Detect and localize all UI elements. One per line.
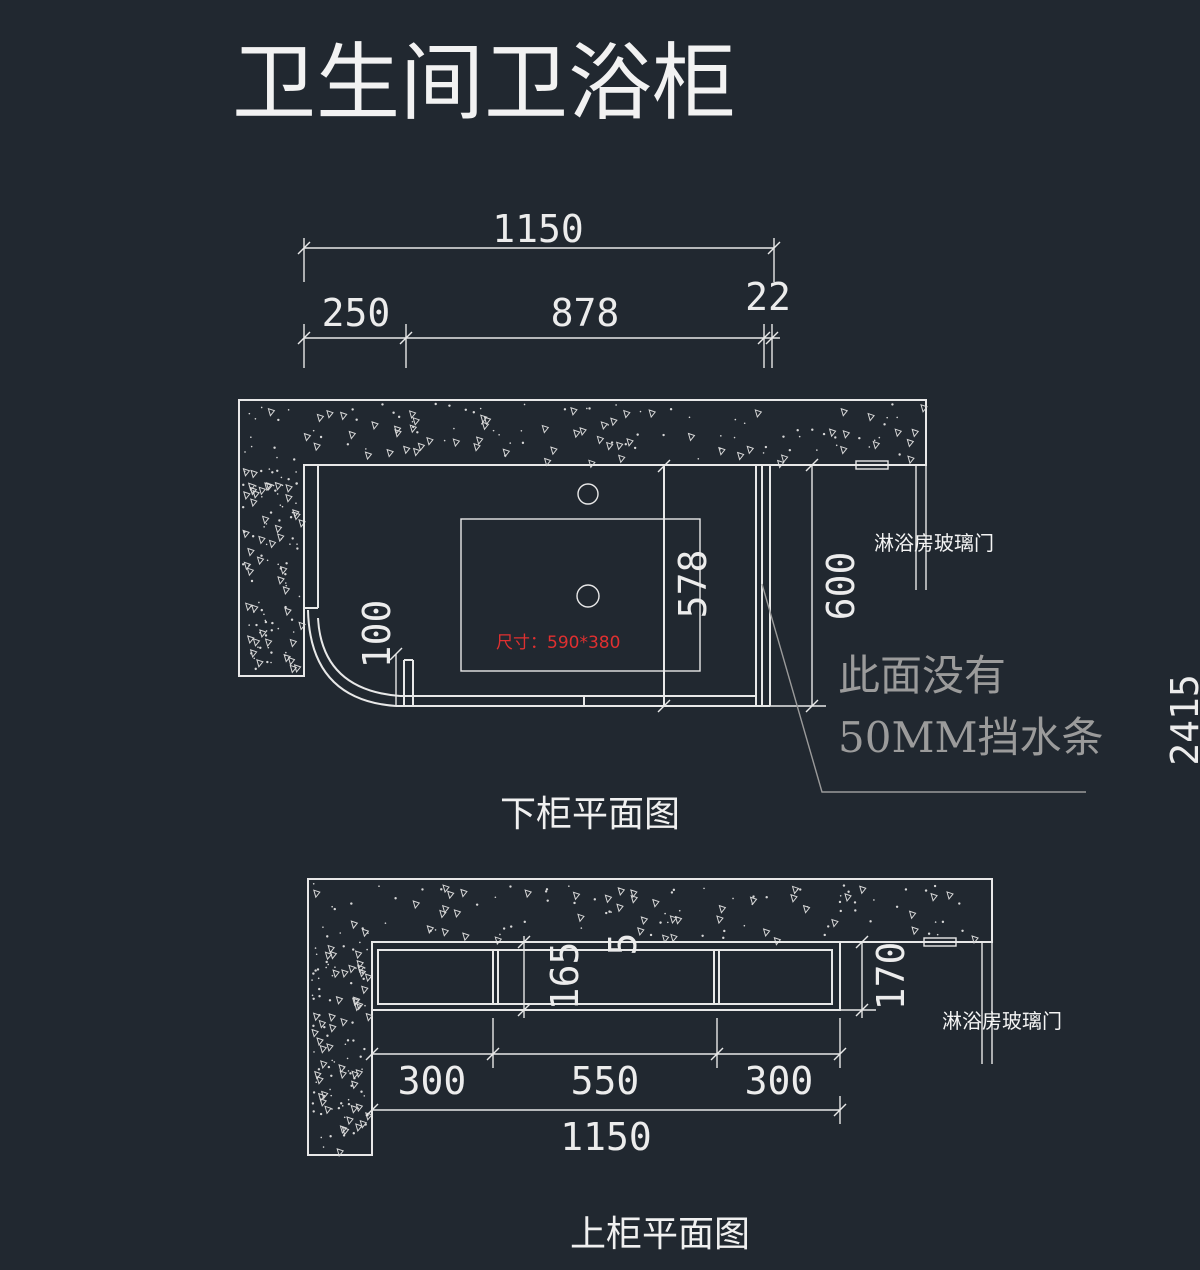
upper-dim-middle-text: 550 [571, 1059, 640, 1103]
lower-dim-curve-text: 100 [355, 600, 399, 669]
lower-note: 此面没有 50MM挡水条 [761, 583, 1103, 793]
lower-dim-right-text: 22 [745, 275, 791, 319]
upper-dim-overall-text: 1150 [560, 1115, 652, 1159]
upper-wall-hatch [311, 882, 979, 1157]
basin-size-text: 尺寸：590*380 [496, 633, 620, 653]
upper-dim-right-text: 300 [745, 1059, 814, 1103]
upper-dim-left-text: 300 [398, 1059, 467, 1103]
upper-cabinet-plan: 5 165 170 淋浴房玻璃门 [307, 878, 1062, 1255]
basin: 尺寸：590*380 [460, 483, 701, 672]
upper-glass-door-label: 淋浴房玻璃门 [942, 1009, 1062, 1033]
upper-wall [307, 878, 993, 1156]
lower-dim-outer-depth-text: 600 [819, 552, 863, 621]
faucet-hole-icon [577, 483, 599, 505]
upper-dim-inner-depth: 165 [517, 935, 587, 1018]
upper-cabinet-body [371, 941, 841, 1011]
lower-dim-outer-depth: 600 [770, 458, 926, 713]
lower-plan-caption: 下柜平面图 [500, 794, 680, 835]
lower-dim-overall: 1150 [297, 207, 781, 282]
drain-icon [576, 584, 600, 608]
lower-wall-hatch [241, 402, 928, 674]
lower-note-line2: 50MM挡水条 [838, 713, 1103, 762]
upper-dim-outer-depth: 170 [840, 935, 913, 1018]
upper-dim-top-text: 5 [601, 933, 645, 956]
upper-plan-caption: 上柜平面图 [570, 1214, 750, 1255]
lower-dim-inner-depth: 578 [657, 459, 715, 713]
upper-dim-top: 5 [601, 933, 645, 956]
upper-glass-door: 淋浴房玻璃门 [923, 937, 1062, 1064]
lower-glass-door: 淋浴房玻璃门 [855, 460, 994, 590]
upper-dim-outer-depth-text: 170 [869, 942, 913, 1011]
lower-note-line1: 此面没有 [838, 651, 1006, 700]
lower-dim-left-text: 250 [322, 291, 391, 335]
lower-dim-overall-text: 1150 [492, 207, 584, 251]
lower-cabinet-body [303, 465, 771, 707]
side-dim-text: 2415 [1163, 674, 1200, 766]
lower-dim-segments: 250 878 22 [297, 275, 791, 368]
lower-cabinet-plan: 1150 250 878 22 [238, 207, 1200, 835]
upper-dim-inner-depth-text: 165 [543, 942, 587, 1011]
lower-dim-middle-text: 878 [551, 291, 620, 335]
upper-dim-overall: 1150 [365, 1096, 847, 1159]
lower-dim-inner-depth-text: 578 [671, 550, 715, 619]
lower-dim-curve: 100 [355, 600, 403, 706]
lower-glass-door-label: 淋浴房玻璃门 [874, 531, 994, 555]
upper-dim-segments: 300 550 300 [365, 1018, 847, 1103]
drawing-title: 卫生间卫浴柜 [232, 34, 736, 132]
